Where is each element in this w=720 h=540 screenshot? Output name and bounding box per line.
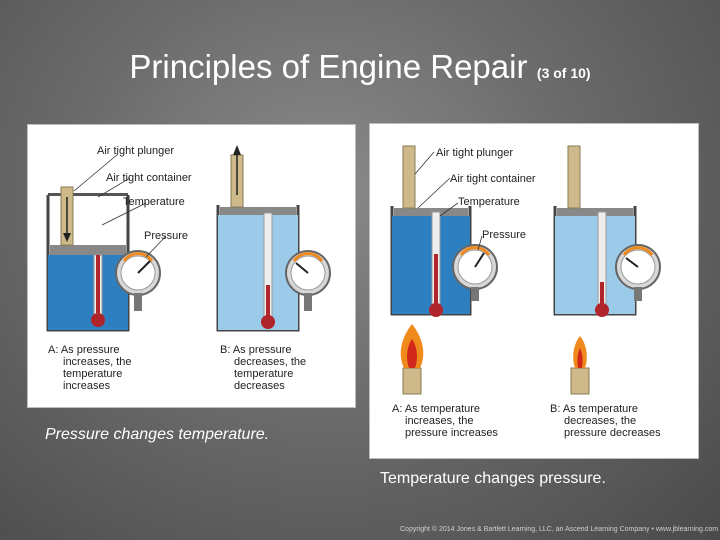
label-container: Air tight container — [106, 172, 192, 184]
up-arrow-icon — [233, 145, 241, 155]
right-figure-panel: Air tight plunger Air tight container Te… — [370, 124, 698, 458]
caption-b-line-1: B: As pressure — [220, 344, 292, 356]
caption-b-right-line-2: decreases, the — [564, 415, 636, 427]
title-sub: (3 of 10) — [536, 65, 591, 81]
label-container-right: Air tight container — [450, 173, 536, 185]
slide-title: Principles of Engine Repair (3 of 10) — [0, 48, 720, 87]
right-caption: Temperature changes pressure. — [380, 470, 606, 487]
piston-b-right — [557, 208, 633, 216]
right-figure-diagram: Air tight plunger Air tight container Te… — [390, 145, 661, 439]
caption-a-line-1: A: As pressure — [48, 344, 120, 356]
caption-a-line-4: increases — [63, 380, 111, 392]
label-plunger: Air tight plunger — [97, 145, 174, 157]
label-temperature: Temperature — [123, 196, 185, 208]
copyright-notice: Copyright © 2014 Jones & Bartlett Learni… — [400, 526, 719, 533]
burner-b — [570, 367, 590, 395]
plunger-rod-b-right — [567, 145, 581, 209]
caption-a-right-line-1: A: As temperature — [392, 403, 480, 415]
label-plunger-right: Air tight plunger — [436, 147, 513, 159]
caption-a-right-line-3: pressure increases — [405, 427, 498, 439]
water-column-b — [218, 215, 298, 330]
caption-b-right-line-1: B: As temperature — [550, 403, 638, 415]
caption-a-line-2: increases, the — [63, 356, 131, 368]
apparatus-a-right — [390, 145, 498, 395]
caption-b-line-2: decreases, the — [234, 356, 306, 368]
label-pressure-right: Pressure — [482, 229, 526, 241]
label-temperature-right: Temperature — [458, 196, 520, 208]
caption-a-right-line-2: increases, the — [405, 415, 473, 427]
piston-a-right — [394, 208, 468, 216]
piston-b — [220, 207, 296, 215]
left-figure-panel: Air tight plunger Air tight container Te… — [28, 125, 355, 407]
burner-a — [402, 367, 422, 395]
caption-b-line-4: decreases — [234, 380, 285, 392]
apparatus-b-left — [216, 145, 331, 332]
left-caption: Pressure changes temperature. — [45, 426, 270, 443]
label-pressure: Pressure — [144, 230, 188, 242]
caption-b-line-3: temperature — [234, 368, 293, 380]
piston-a — [50, 245, 126, 255]
caption-a-line-3: temperature — [63, 368, 122, 380]
title-main: Principles of Engine Repair — [129, 48, 528, 85]
plunger-rod-a-right — [402, 145, 416, 209]
left-figure-diagram: Air tight plunger Air tight container Te… — [46, 145, 331, 392]
apparatus-a-left — [46, 186, 161, 332]
apparatus-b-right — [553, 145, 661, 395]
down-arrow-icon — [63, 233, 71, 242]
caption-b-right-line-3: pressure decreases — [564, 427, 661, 439]
